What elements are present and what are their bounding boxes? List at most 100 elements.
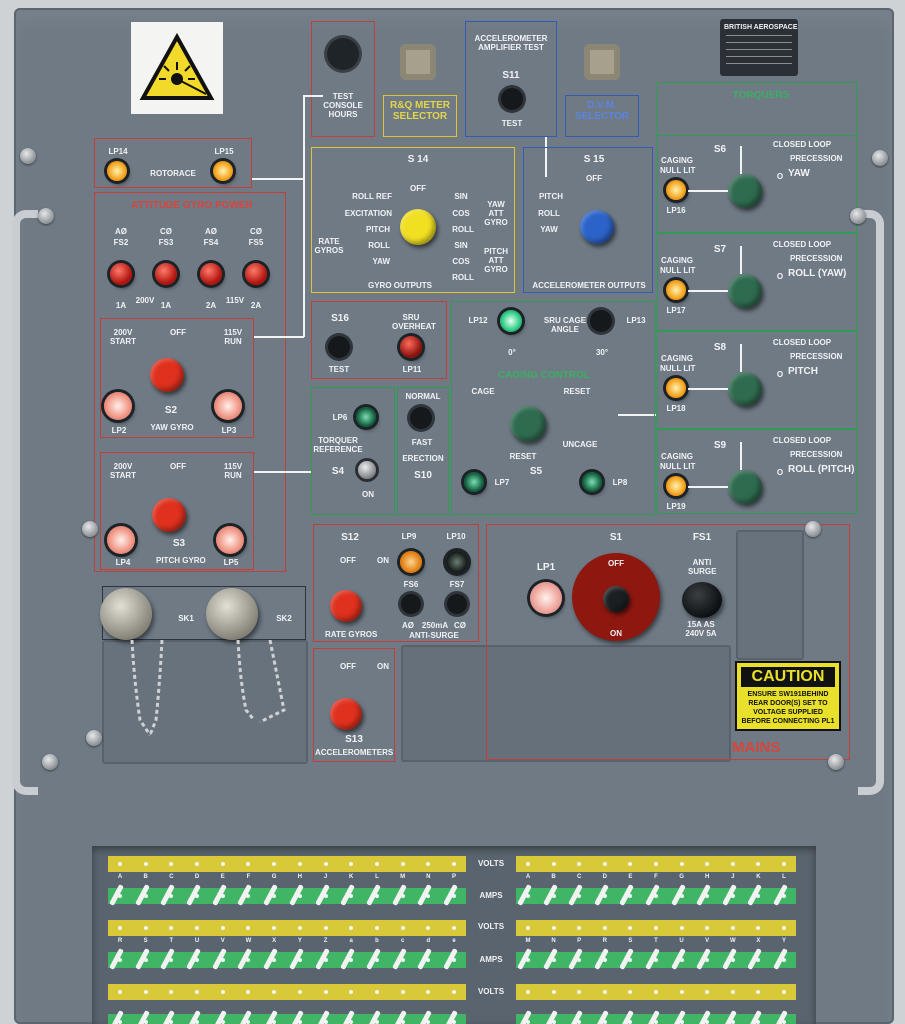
s11-button[interactable] bbox=[501, 88, 523, 110]
s1-main-switch[interactable] bbox=[603, 586, 629, 612]
caging-lamp-label: LP16 bbox=[666, 206, 686, 215]
s14-right-3: SIN bbox=[454, 241, 468, 250]
terminal-letter: C bbox=[577, 874, 582, 880]
s14-left-1: EXCITATION bbox=[344, 209, 392, 218]
torquer-rotary-knob[interactable] bbox=[728, 174, 762, 208]
s14-left-2: PITCH bbox=[366, 225, 390, 234]
sk1-label: SK1 bbox=[178, 614, 194, 623]
s12-rotary-knob[interactable] bbox=[330, 590, 362, 622]
socket-pin bbox=[246, 990, 251, 994]
caution-label: CAUTION ENSURE SW191BEHIND REAR DOOR(S) … bbox=[735, 661, 841, 731]
caging-lamp bbox=[666, 476, 686, 496]
socket-pin bbox=[118, 958, 122, 962]
o-label: O bbox=[776, 272, 784, 281]
right-handle[interactable] bbox=[858, 210, 884, 795]
s12-fs7: FS7 bbox=[449, 580, 465, 589]
socket-pin bbox=[374, 1020, 379, 1024]
socket-pin bbox=[628, 958, 633, 962]
null-lit-label: NULL LIT bbox=[660, 364, 696, 373]
socket-pin bbox=[628, 894, 633, 898]
socket-pin bbox=[551, 862, 556, 866]
s16-test-button[interactable] bbox=[328, 336, 350, 358]
s5-rotary-knob[interactable] bbox=[510, 406, 546, 442]
terminal-letter: Z bbox=[323, 938, 328, 944]
terminal-letter: L bbox=[782, 874, 786, 880]
socket-pin bbox=[118, 1020, 122, 1024]
s10-button[interactable] bbox=[410, 407, 432, 429]
socket-pin bbox=[730, 990, 735, 994]
socket-pin bbox=[272, 1020, 277, 1024]
fuse-fs4-name: FS4 bbox=[203, 238, 219, 247]
terminal-letter: V bbox=[705, 938, 710, 944]
socket-pin bbox=[349, 894, 354, 898]
s14-pitch-att: PITCH ATT GYRO bbox=[484, 247, 508, 274]
s4-toggle-switch[interactable] bbox=[358, 461, 376, 479]
terminal-letter: R bbox=[117, 938, 123, 944]
s14-rotary-knob[interactable] bbox=[400, 209, 436, 245]
socket-pin bbox=[526, 894, 530, 898]
sk2-connector[interactable] bbox=[206, 588, 258, 640]
fs6-fuse[interactable] bbox=[401, 594, 421, 614]
caging-label: CAGING bbox=[661, 452, 693, 461]
socket-pin bbox=[220, 862, 225, 866]
socket-pin bbox=[297, 894, 302, 898]
fuse-fs2-top: AØ bbox=[115, 227, 127, 236]
wire-s15-down bbox=[545, 137, 547, 177]
lp14-label: LP14 bbox=[108, 147, 128, 156]
terminal-letter: S bbox=[628, 938, 633, 944]
left-handle[interactable] bbox=[12, 210, 38, 795]
terminal-letter: P bbox=[451, 874, 456, 880]
torquer-axis-label: YAW bbox=[788, 168, 810, 179]
s3-rotary-knob[interactable] bbox=[152, 498, 186, 532]
s10-fast: FAST bbox=[411, 438, 433, 447]
s15-rotary-knob[interactable] bbox=[580, 210, 614, 244]
socket-pin bbox=[782, 862, 786, 866]
s2-rotary-knob[interactable] bbox=[150, 358, 184, 392]
socket-pin bbox=[272, 862, 277, 866]
torquer-wire bbox=[688, 190, 728, 192]
fs7-fuse[interactable] bbox=[447, 594, 467, 614]
null-lit-label: NULL LIT bbox=[660, 166, 696, 175]
mains-side-plate bbox=[736, 530, 804, 660]
torquer-switch-name: S9 bbox=[713, 440, 727, 451]
socket-pin bbox=[426, 958, 431, 962]
s15-item-0: PITCH bbox=[539, 192, 563, 201]
socket-pin bbox=[323, 926, 328, 930]
socket-pin bbox=[118, 926, 122, 930]
socket-pin bbox=[577, 862, 582, 866]
socket-pin bbox=[426, 862, 431, 866]
socket-pin bbox=[452, 958, 456, 962]
fs1-fuse-holder[interactable] bbox=[682, 582, 722, 618]
terminal-letter: N bbox=[551, 938, 556, 944]
socket-pin bbox=[195, 990, 200, 994]
socket-pin bbox=[143, 990, 148, 994]
sk1-connector[interactable] bbox=[100, 588, 152, 640]
s13-footer: ACCELEROMETERS bbox=[315, 748, 394, 757]
s3-start-label: 200V START bbox=[109, 462, 137, 480]
torquer-rotary-knob[interactable] bbox=[728, 372, 762, 406]
s8-box bbox=[657, 331, 857, 429]
socket-pin bbox=[628, 862, 633, 866]
socket-pin bbox=[323, 958, 328, 962]
socket-pin bbox=[577, 1020, 582, 1024]
s12-lp9: LP9 bbox=[401, 532, 417, 541]
attitude-gyro-power-title: ATTITUDE GYRO POWER bbox=[131, 200, 253, 211]
torquer-rotary-knob[interactable] bbox=[728, 470, 762, 504]
socket-pin bbox=[551, 1020, 556, 1024]
s5-uncage: UNCAGE bbox=[562, 440, 598, 449]
s16-test-label: TEST bbox=[328, 365, 350, 374]
socket-pin bbox=[297, 926, 302, 930]
lp8-label: LP8 bbox=[612, 478, 628, 487]
torquer-rotary-knob[interactable] bbox=[728, 274, 762, 308]
socket-pin bbox=[782, 894, 786, 898]
terminal-letter: W bbox=[245, 938, 252, 944]
s14-right-5: ROLL bbox=[452, 273, 474, 282]
screw bbox=[805, 521, 821, 537]
torquer-wire-up bbox=[740, 442, 742, 470]
o-label: O bbox=[776, 370, 784, 379]
s13-rotary-knob[interactable] bbox=[330, 698, 362, 730]
s5-box bbox=[451, 301, 655, 515]
s14-box bbox=[311, 147, 515, 293]
precession-label: PRECESSION bbox=[790, 450, 843, 459]
s5-reset-bottom: RESET bbox=[509, 452, 537, 461]
